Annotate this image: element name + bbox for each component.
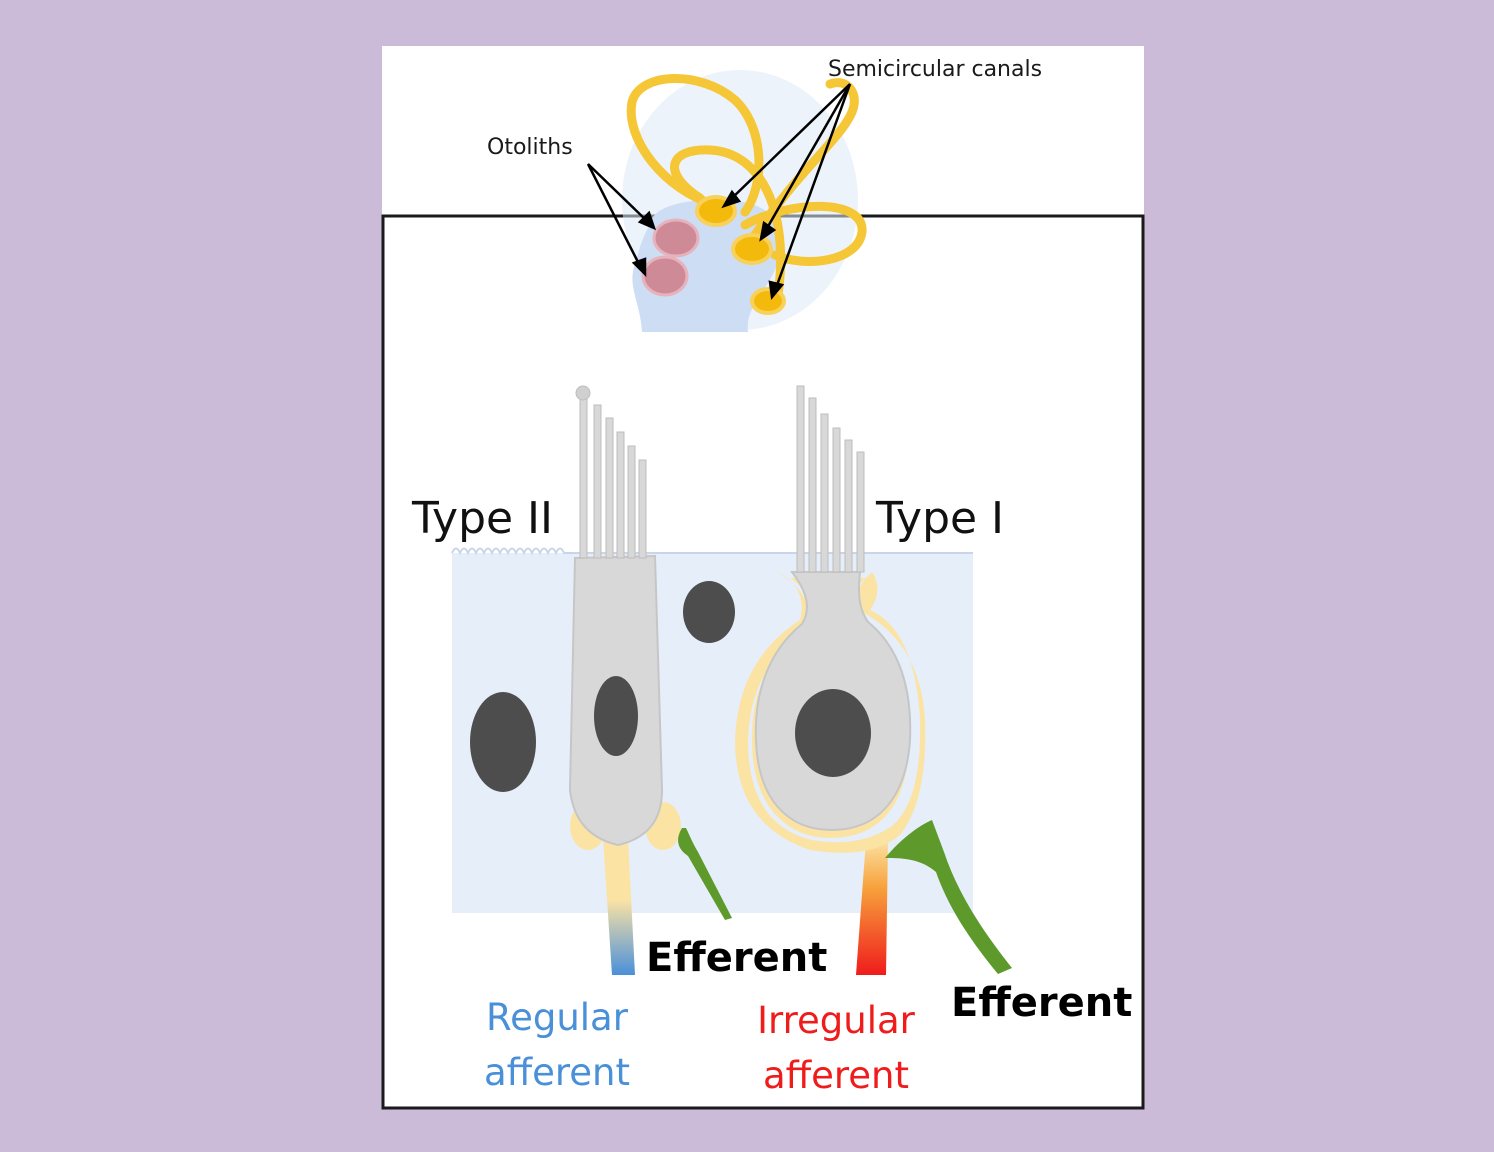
type-i-hair-cell [735, 385, 1012, 975]
supporting-cell-nucleus [470, 692, 536, 792]
irregular-afferent-label-line1: Irregular [757, 999, 916, 1042]
type-ii-label: Type II [411, 493, 553, 544]
type-i-efferent-fiber [885, 820, 1012, 974]
regular-afferent-label-line2: afferent [484, 1051, 630, 1094]
type-i-hair-bundle [796, 385, 865, 573]
otoliths-label: Otoliths [487, 135, 573, 160]
regular-afferent-fiber [603, 838, 635, 975]
apical-surface [451, 547, 973, 556]
regular-afferent-label-line1: Regular [486, 996, 629, 1039]
irregular-afferent-label-line2: afferent [763, 1054, 909, 1097]
supporting-cell-nucleus [683, 581, 735, 643]
utricle-otolith [652, 218, 700, 258]
type-ii-nucleus [594, 676, 638, 756]
efferent-label-type-ii: Efferent [646, 935, 827, 981]
pointer-arrows [586, 83, 852, 300]
saccule-otolith [641, 255, 689, 297]
type-i-label: Type I [875, 493, 1004, 544]
ampulla [731, 233, 773, 265]
semicircular-canals-shape [626, 74, 867, 300]
type-ii-hair-cell [568, 385, 732, 975]
ampulla [750, 287, 786, 315]
type-ii-efferent-fiber [678, 828, 732, 920]
semicircular-canals-label: Semicircular canals [828, 57, 1042, 82]
type-ii-hair-bundle [575, 385, 647, 559]
calyx-terminal [735, 572, 926, 853]
irregular-afferent-fiber [856, 840, 888, 975]
type-i-nucleus [795, 689, 871, 777]
efferent-label-type-i: Efferent [951, 980, 1132, 1026]
